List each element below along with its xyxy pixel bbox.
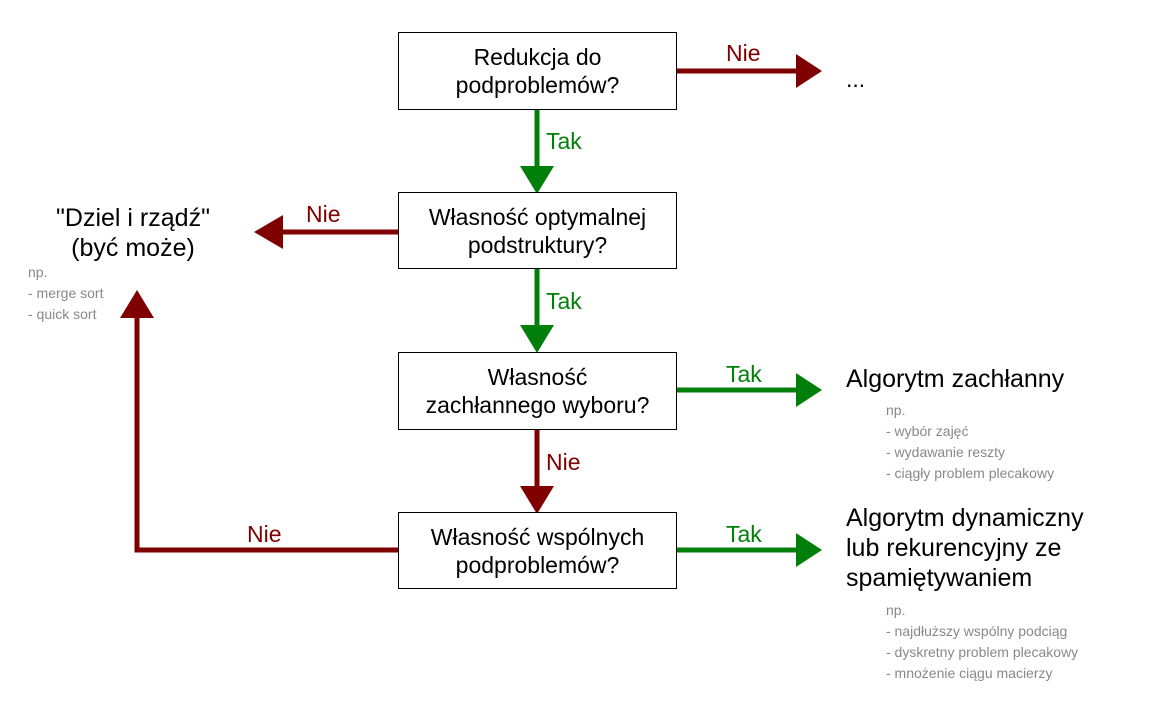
arrow-overlap-no bbox=[134, 318, 398, 553]
example-line: - quick sort bbox=[28, 306, 97, 322]
arrowhead-reduction-no bbox=[796, 54, 822, 88]
example-line: - wydawanie reszty bbox=[886, 444, 1006, 460]
box-reduction-line-2: podproblemów? bbox=[455, 72, 620, 98]
example-line: - ciągły problem plecakowy bbox=[886, 465, 1055, 481]
outcome-divide-conquer: "Dziel i rządź" (być może) bbox=[30, 203, 236, 263]
example-line: - wybór zajęć bbox=[886, 423, 969, 439]
edge-label-reduction-no: Nie bbox=[726, 40, 761, 66]
example-line: - mnożenie ciągu macierzy bbox=[886, 665, 1053, 681]
outcome-dynamic-line-3: spamiętywaniem bbox=[846, 564, 1033, 592]
edge-label-reduction-yes: Tak bbox=[546, 128, 582, 154]
examples-dynamic: np. - najdłuższy wspólny podciąg - dyskr… bbox=[886, 600, 1078, 684]
examples-divide-conquer: np. - merge sort - quick sort bbox=[28, 262, 103, 325]
arrowhead-optimal-no bbox=[254, 215, 283, 249]
example-line: np. bbox=[886, 602, 906, 618]
edge-label-optimal-no: Nie bbox=[306, 201, 341, 227]
example-line: np. bbox=[886, 402, 906, 418]
example-line: np. bbox=[28, 264, 48, 280]
examples-greedy: np. - wybór zajęć - wydawanie reszty - c… bbox=[886, 400, 1054, 484]
edge-label-overlap-no: Nie bbox=[247, 521, 282, 547]
arrowhead-reduction-yes bbox=[520, 166, 554, 194]
box-overlap-line-1: Własność wspólnych bbox=[430, 523, 645, 550]
box-reduction-line-1: Redukcja do bbox=[473, 44, 602, 70]
example-line: - dyskretny problem plecakowy bbox=[886, 644, 1079, 660]
outcome-divide-line-2: (być może) bbox=[71, 234, 195, 262]
example-line: - merge sort bbox=[28, 285, 104, 301]
arrowhead-overlap-yes bbox=[796, 533, 822, 567]
outcome-dynamic-line-1: Algorytm dynamiczny bbox=[846, 504, 1084, 532]
edge-label-overlap-yes: Tak bbox=[726, 521, 762, 547]
box-optimal-line-2: podstruktury? bbox=[467, 231, 608, 258]
box-greedy-line-2: zachłannego wyboru? bbox=[425, 392, 650, 418]
arrowhead-greedy-yes bbox=[796, 373, 822, 407]
box-greedy-line-1: Własność bbox=[487, 364, 588, 390]
edge-label-greedy-no: Nie bbox=[546, 449, 581, 475]
outcome-greedy: Algorytm zachłanny bbox=[846, 365, 1065, 393]
edge-label-greedy-yes: Tak bbox=[726, 361, 762, 387]
arrowhead-optimal-yes bbox=[520, 325, 554, 353]
arrowhead-greedy-no bbox=[520, 486, 554, 514]
box-optimal-line-1: Własność optymalnej bbox=[428, 203, 647, 230]
outcome-other: ... bbox=[846, 66, 866, 92]
edge-label-optimal-yes: Tak bbox=[546, 288, 582, 314]
arrowhead-overlap-no bbox=[120, 290, 154, 318]
box-overlap-line-2: podproblemów? bbox=[455, 551, 620, 578]
outcome-dynamic: Algorytm dynamiczny lub rekurencyjny ze … bbox=[846, 503, 1084, 593]
example-line: - najdłuższy wspólny podciąg bbox=[886, 623, 1068, 639]
outcome-dynamic-line-2: lub rekurencyjny ze bbox=[846, 534, 1062, 562]
outcome-divide-line-1: "Dziel i rządź" bbox=[56, 204, 210, 232]
